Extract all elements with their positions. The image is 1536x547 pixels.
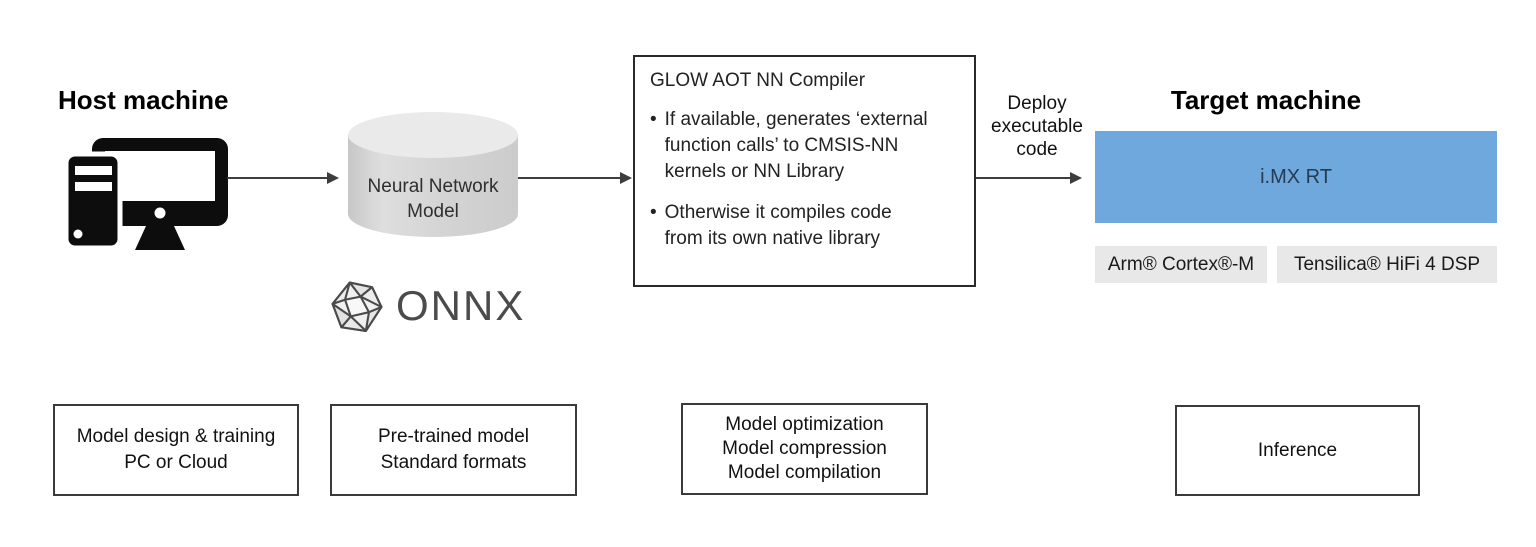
- stage-line: Model compression: [722, 438, 887, 459]
- deploy-label-line: code: [1016, 139, 1058, 160]
- imx-rt-label: i.MX RT: [1260, 165, 1332, 188]
- imx-rt-box: i.MX RT: [1095, 131, 1497, 223]
- arrow-head-icon: [1070, 172, 1082, 184]
- arrow-model-to-compiler: [518, 171, 632, 185]
- stage-line: Model compilation: [727, 462, 882, 483]
- onnx-polyhedron-icon: [331, 281, 383, 332]
- compiler-bullet-2: • Otherwise it compiles code from its ow…: [650, 200, 959, 252]
- compiler-title: GLOW AOT NN Compiler: [650, 70, 866, 91]
- stage-model-optimization: Model optimization Model compression Mod…: [681, 403, 928, 495]
- deploy-label-line: executable: [991, 116, 1083, 137]
- compiler-bullet-2-text: Otherwise it compiles code from its own …: [664, 202, 892, 249]
- arrow-line: [227, 177, 327, 179]
- host-machine-title: Host machine: [58, 85, 229, 115]
- chip-arm-cortex-m: Arm® Cortex®-M: [1095, 246, 1267, 283]
- arrow-line: [518, 177, 620, 179]
- arrow-head-icon: [327, 172, 339, 184]
- stage-line: Inference: [1257, 439, 1338, 461]
- target-machine-title: Target machine: [1170, 85, 1362, 115]
- deploy-label: Deploy executable code: [982, 92, 1092, 161]
- bullet-icon: •: [650, 109, 657, 130]
- arrow-line: [976, 177, 1070, 179]
- chip-tensilica-hifi4-dsp: Tensilica® HiFi 4 DSP: [1277, 246, 1497, 283]
- stage-line: Standard formats: [380, 452, 527, 473]
- stage-line: Model optimization: [725, 414, 884, 435]
- arrow-deploy-to-target: [976, 171, 1082, 185]
- compiler-bullet-1-text: If available, generates ‘external functi…: [664, 109, 928, 182]
- cyl-label-line: Model: [407, 201, 459, 222]
- bullet-icon: •: [650, 202, 657, 223]
- database-cylinder-icon: [348, 112, 518, 237]
- compiler-bullet-1: • If available, generates ‘external func…: [650, 107, 959, 185]
- arrow-head-icon: [620, 172, 632, 184]
- desktop-computer-icon: [64, 138, 228, 251]
- onnx-logo-text: ONNX: [396, 282, 526, 329]
- stage-inference: Inference: [1175, 405, 1420, 496]
- cyl-label-line: Neural Network: [367, 176, 499, 197]
- stage-model-design-training: Model design & training PC or Cloud: [53, 404, 299, 496]
- stage-line: Model design & training: [76, 426, 276, 447]
- glow-compiler-box: GLOW AOT NN Compiler • If available, gen…: [633, 55, 976, 287]
- stage-line: PC or Cloud: [124, 452, 228, 473]
- stage-pretrained-model: Pre-trained model Standard formats: [330, 404, 577, 496]
- arrow-host-to-model: [227, 171, 339, 185]
- neural-network-model-label: Neural Network Model: [347, 174, 519, 224]
- stage-line: Pre-trained model: [377, 426, 530, 447]
- deploy-label-line: Deploy: [1007, 93, 1067, 114]
